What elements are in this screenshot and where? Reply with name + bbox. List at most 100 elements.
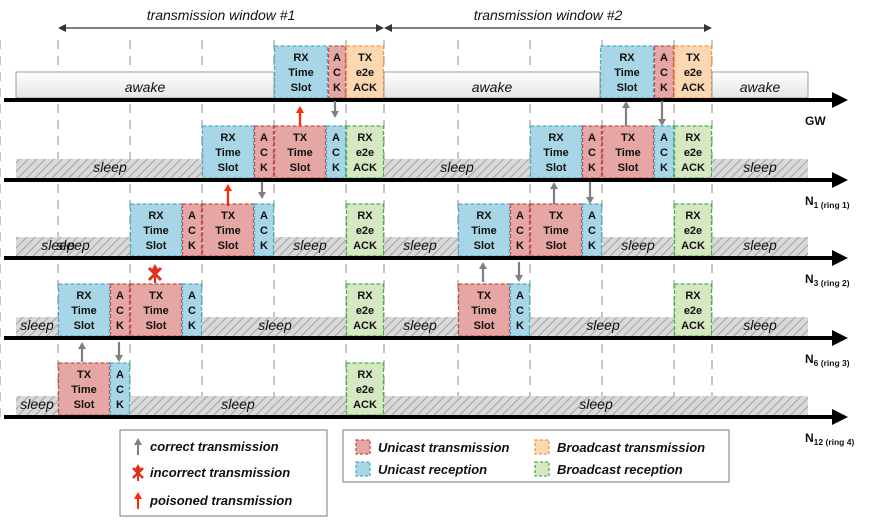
slot-box (57, 283, 111, 337)
slot-box (457, 203, 511, 257)
sleep-period: sleep (16, 396, 58, 415)
transmission-window-2: transmission window #2 (384, 7, 712, 32)
legend-label: incorrect transmission (150, 465, 290, 480)
row-name: N (805, 431, 814, 445)
slot-text: K (332, 162, 340, 174)
slot-text: K (660, 162, 668, 174)
slot-utx: ACK (509, 203, 531, 257)
arrow-head-icon (331, 111, 339, 118)
axis-arrowhead-icon (832, 409, 848, 425)
sleep-period: sleep (712, 159, 808, 178)
slot-text: RX (619, 52, 635, 64)
slot-text: e2e (684, 305, 702, 317)
slot-box (345, 283, 385, 337)
slot-box (345, 362, 385, 416)
sleep-label: sleep (221, 396, 255, 412)
awake-period: awake (383, 71, 601, 99)
slot-urx: ACK (181, 283, 203, 337)
slot-text: RX (148, 210, 164, 222)
slot-text: K (516, 320, 524, 332)
sleep-period: sleep (16, 159, 202, 178)
slot-text: Time (543, 147, 568, 159)
slot-text: RX (357, 290, 373, 302)
slot-text: C (588, 147, 596, 159)
slot-box (273, 45, 329, 99)
slot-text: K (260, 240, 268, 252)
sleep-bar (384, 396, 808, 415)
slot-box (345, 125, 385, 179)
sleep-label: sleep (621, 237, 655, 253)
slot-text: Time (71, 305, 96, 317)
slot-text: K (516, 240, 524, 252)
window-arrow-right-icon (704, 24, 712, 32)
slot-text: e2e (684, 67, 702, 79)
slot-text: e2e (356, 384, 374, 396)
correct-transmission-arrow (78, 342, 86, 362)
slot-text: Time (143, 225, 168, 237)
awake-label: awake (740, 79, 781, 95)
slot-box (201, 125, 255, 179)
sleep-bar (384, 159, 530, 178)
cross-icon (147, 266, 163, 282)
slot-text: Slot (546, 240, 567, 252)
legend-label: Unicast transmission (378, 440, 510, 455)
sleep-bar (16, 159, 202, 178)
time-axis: N3 (ring 2) (4, 250, 850, 288)
sleep-label: sleep (41, 237, 75, 253)
legend-swatch (355, 439, 371, 455)
correct-transmission-icon (134, 438, 142, 445)
slot-text: Slot (546, 162, 567, 174)
slot-text: A (188, 210, 196, 222)
slot-text: K (333, 82, 341, 94)
arrow-head-icon (586, 197, 594, 204)
sleep-period: sleep (16, 317, 58, 336)
arrow-head-icon (115, 355, 123, 362)
awake-bar (383, 71, 601, 99)
slot-urx: ACK (581, 203, 603, 257)
sleep-bar (602, 237, 674, 256)
row-name: N (805, 194, 814, 208)
sleep-bar (16, 317, 58, 336)
slot-text: Slot (617, 82, 638, 94)
sleep-label: sleep (440, 159, 474, 175)
legend-label: Unicast reception (378, 462, 487, 477)
arrow-head-icon (224, 184, 232, 191)
slot-text: A (260, 132, 268, 144)
correct-transmission-arrow (622, 101, 630, 126)
slot-text: A (516, 210, 524, 222)
awake-period: awake (15, 71, 275, 99)
awake-label: awake (472, 79, 513, 95)
slot-text: A (516, 290, 524, 302)
arrow-head-icon (515, 275, 523, 282)
slot-utx: ACK (327, 45, 347, 99)
slot-text: RX (685, 210, 701, 222)
legend-swatch (355, 461, 371, 477)
window-arrow-left-icon (58, 24, 66, 32)
slot-text: A (116, 369, 124, 381)
slot-box (327, 45, 347, 99)
slot-text: C (188, 305, 196, 317)
slot-urx: ACK (253, 203, 275, 257)
cross-icon (132, 467, 144, 479)
slot-text: A (188, 290, 196, 302)
slot-text: Slot (474, 320, 495, 332)
row-label: GW (805, 114, 826, 128)
slot-text: RX (293, 52, 309, 64)
slot-text: A (333, 52, 341, 64)
sleep-period: sleep (202, 317, 346, 336)
slot-box (601, 125, 655, 179)
sleep-bar (384, 317, 458, 336)
sleep-label: sleep (93, 159, 127, 175)
slot-text: RX (76, 290, 92, 302)
legend-label: poisoned transmission (149, 493, 292, 508)
